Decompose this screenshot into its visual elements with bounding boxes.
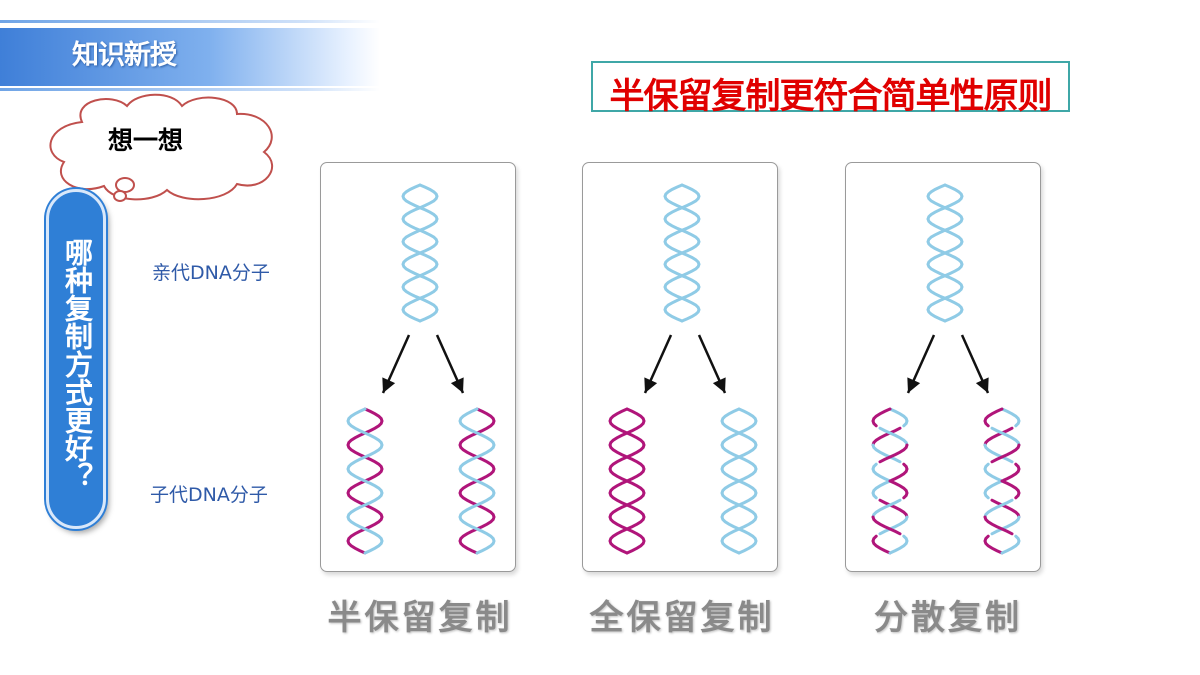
child-helix-right-strand-a-seg [983,443,1014,464]
child-helix-right-strand-a-seg [983,426,1014,447]
child-helix-left-strand-b-seg [878,426,909,447]
down-arrow-icon-head [644,377,658,393]
child-helix-left-strand-a-seg [871,443,902,464]
principle-text: 半保留复制更符合简单性原则 [609,76,1052,117]
question-pill: 哪种复制方式更好？ [46,189,106,529]
down-arrow-icon-head [975,377,989,393]
child-helix-right-strand-a-seg [1000,462,1021,483]
parent-helix-strand-b [663,183,701,323]
down-arrow-icon-head [382,377,396,393]
parent-helix-strand-b [926,183,964,323]
down-arrow-icon-head [712,377,726,393]
child-helix-left-strand-b-seg [878,443,909,464]
thought-cloud-label: 想一想 [108,126,184,155]
conservative-caption: 全保留复制 [589,598,775,638]
child-helix-left-strand-a-seg [888,462,909,483]
child-helix-left-strand-b-seg [888,534,909,555]
child-helix-right-strand-b-seg [983,407,1004,428]
child-helix-right-strand-b-seg [990,443,1021,464]
section-title: 知识新授 [72,40,177,71]
child-helix-right-strand-a-seg [983,534,1004,555]
child-helix-right-strand-b-seg [983,462,1004,483]
child-helix-right-strand-b-seg [983,515,1014,536]
banner-top-line [0,20,380,23]
child-helix-left-strand-a-seg [871,426,902,447]
child-helix-left-strand-b-seg [888,479,909,500]
child-helix-left-strand-a-seg [888,407,909,428]
semi-conservative-panel [320,162,516,572]
child-helix-right-strand-b [720,407,758,555]
child-helix-left-strand-a-seg [878,498,909,519]
semi-conservative-caption: 半保留复制 [327,598,513,638]
parent-dna-label: 亲代DNA分子 [152,262,270,284]
down-arrow-icon-head [450,377,464,393]
principle-box: 半保留复制更符合简单性原则 [591,61,1070,117]
thought-cloud-icon [49,93,274,202]
child-helix-left-strand-b [608,407,646,555]
conservative-diagram [608,183,758,555]
dispersive-diagram [871,183,1021,555]
banner-bottom-line [0,88,380,91]
down-arrow-icon-head [907,377,921,393]
child-helix-left-strand-a-seg [871,479,892,500]
child-helix-right-strand-a-seg [990,515,1021,536]
child-helix-left-strand-a-seg [878,515,909,536]
child-helix-left-strand-b [346,407,384,555]
child-helix-right-strand-a-seg [1000,407,1021,428]
question-text: 哪种复制方式更好？ [61,238,94,490]
dispersive-panel [845,162,1041,572]
child-helix-right-strand-a-seg [990,498,1021,519]
child-helix-right-strand-b-seg [1000,534,1021,555]
conservative-panel [582,162,778,572]
child-dna-label: 子代DNA分子 [150,484,268,506]
semi-conservative-diagram [346,183,496,555]
child-helix-left-strand-b-seg [871,407,892,428]
child-helix-right-strand-b-seg [990,426,1021,447]
child-helix-right-strand-a-seg [983,479,1004,500]
dispersive-caption: 分散复制 [874,598,1022,638]
child-helix-left-strand-b-seg [871,498,902,519]
child-helix-right-strand-b-seg [1000,479,1021,500]
child-helix-right-strand-b [458,407,496,555]
child-helix-right-strand-b-seg [983,498,1014,519]
child-helix-left-strand-a-seg [871,534,892,555]
section-banner [0,28,380,86]
child-helix-left-strand-b-seg [871,462,892,483]
parent-helix-strand-b [401,183,439,323]
child-helix-left-strand-b-seg [871,515,902,536]
